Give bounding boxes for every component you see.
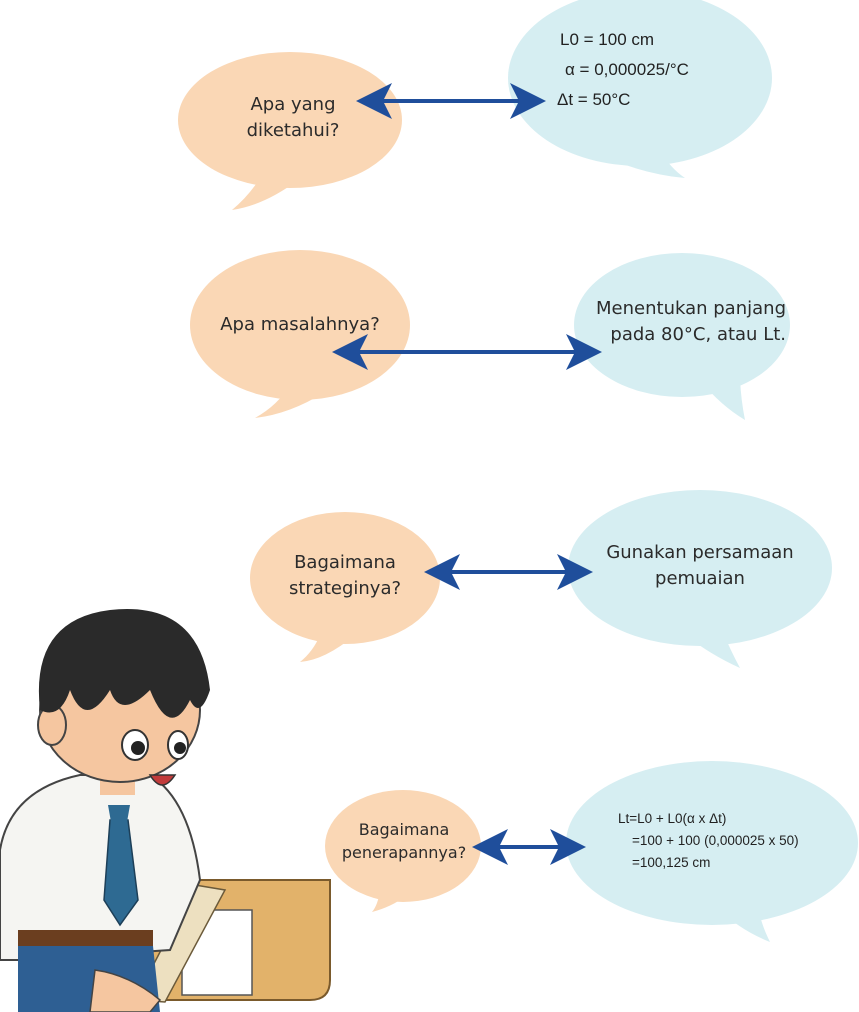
question-1-line-1: Apa yang [250, 94, 336, 115]
question-1-line-2: diketahui? [246, 120, 340, 141]
answer-1-line-1: L0 = 100 cm [560, 30, 654, 50]
answer-3-line-1: Gunakan persamaan [606, 542, 794, 563]
question-2: Apa masalahnya? [205, 312, 395, 338]
question-4: Bagaimana penerapannya? [326, 818, 482, 864]
question-3: Bagaimana strateginya? [270, 550, 420, 602]
answer-2: Menentukan panjang pada 80°C, atau Lt. [576, 296, 786, 348]
answer-1-line-1-text: L0 = 100 cm [560, 30, 655, 49]
answer-4-line-2: =100 + 100 (0,000025 x 50) [632, 830, 799, 851]
answer-2-line-1: Menentukan panjang [596, 298, 786, 319]
question-3-line-2: strateginya? [288, 578, 402, 599]
question-2-line-1: Apa masalahnya? [220, 314, 380, 335]
question-bubble-4 [325, 790, 481, 912]
answer-4-line-1-text: Lt=L0 + L0(α x Δt) [618, 811, 727, 826]
answer-3: Gunakan persamaan pemuaian [590, 540, 810, 592]
answer-bubble-3 [568, 490, 832, 668]
answer-1-line-2: α = 0,000025/°C [565, 60, 689, 80]
question-bubble-3 [250, 512, 440, 662]
answer-4-line-3-text: =100,125 cm [632, 855, 711, 870]
question-3-line-1: Bagaimana [294, 552, 396, 573]
student-illustration [0, 609, 331, 1012]
question-1: Apa yang diketahui? [208, 92, 378, 144]
question-4-line-2: penerapannya? [341, 843, 467, 862]
answer-bubble-4 [566, 761, 858, 942]
answer-3-line-2: pemuaian [655, 568, 745, 589]
answer-1-line-3: Δt = 50°C [557, 90, 630, 110]
answer-4-line-2-text: =100 + 100 (0,000025 x 50) [632, 833, 799, 848]
answer-1-line-2-text: α = 0,000025/°C [565, 60, 689, 79]
answer-4-line-1: Lt=L0 + L0(α x Δt) [618, 808, 726, 829]
question-4-line-1: Bagaimana [358, 820, 450, 839]
answer-4-line-3: =100,125 cm [632, 852, 710, 873]
question-bubble-1 [178, 52, 402, 210]
answer-bubble-1 [508, 0, 772, 178]
answer-1-line-3-text: Δt = 50°C [557, 90, 631, 109]
answer-2-line-2: pada 80°C, atau Lt. [610, 324, 786, 345]
answer-bubble-2 [574, 253, 790, 420]
